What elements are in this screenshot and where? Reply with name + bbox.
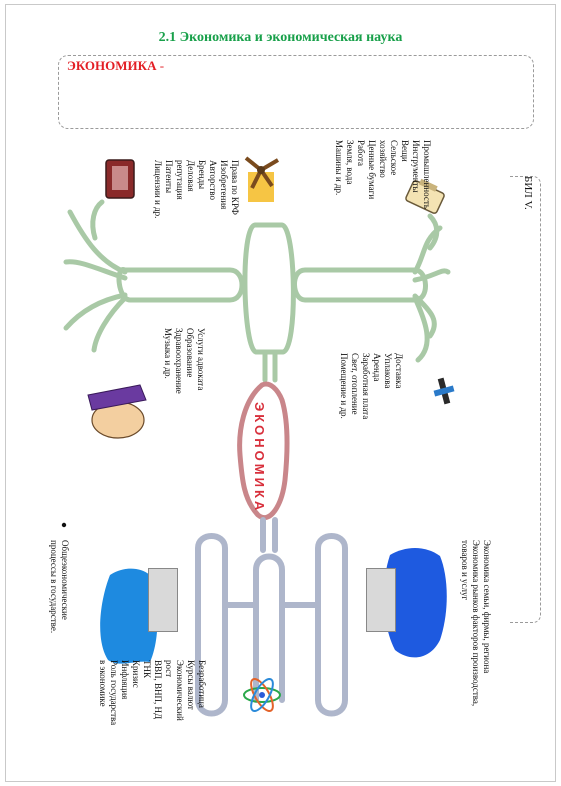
middle-right-item: Аренда	[372, 353, 382, 382]
center-label: ЭКОНОМИКА	[252, 402, 267, 514]
branch-ur-4	[412, 295, 430, 363]
windmill-icon	[244, 156, 280, 202]
middle-left-list: Услуги адвоката Образование Здравоохране…	[162, 328, 206, 394]
map-label-box-left	[148, 568, 178, 632]
definition-term: ЭКОНОМИКА	[67, 58, 157, 73]
upper-right-capsule	[292, 267, 428, 303]
branch-ul-4	[91, 295, 128, 353]
bottom-middle-item: ВВП, ВНП, НД	[153, 660, 163, 720]
branch-ul-1	[67, 209, 128, 275]
middle-right-list: Доставка Уплакова Аренда Заработная плат…	[338, 353, 404, 419]
top-left-list: Права по КРФ Изобретения Авторство Бренд…	[152, 160, 240, 218]
top-left-item: Авторство	[208, 160, 218, 200]
bottom-middle-item: Роль государства	[109, 660, 119, 726]
top-left-item: Патенты	[164, 160, 174, 193]
bottom-middle-item: Инфляция	[120, 660, 130, 700]
atom-icon	[243, 678, 281, 712]
middle-left-item: Услуги адвоката	[196, 328, 206, 391]
top-right-item: Инструменты	[411, 140, 421, 193]
bottom-right-line: Экономика рынков факторов производства,	[471, 540, 481, 707]
page-title: 2.1 Экономика и экономическая наука	[158, 30, 403, 45]
top-left-item: Изобретения	[219, 160, 229, 210]
middle-right-item: Уплакова	[383, 353, 393, 389]
tv-icon	[105, 159, 135, 199]
bottom-middle-item: Экономический	[175, 660, 185, 721]
lawyer-figure-icon	[87, 384, 147, 439]
bottom-middle-item: Курсы валют	[186, 660, 196, 710]
top-left-item: Деловая	[186, 160, 196, 192]
world-map-right-icon	[383, 548, 447, 658]
middle-right-item: Доставка	[394, 353, 404, 389]
bottom-middle-item: ТНК	[142, 660, 152, 678]
middle-right-item: Помещение и др.	[339, 353, 349, 419]
branch-ul-2	[63, 259, 128, 281]
bottom-middle-item: рост	[164, 660, 174, 678]
middle-right-item: Свет, отопление	[350, 353, 360, 415]
bullet-dot	[61, 522, 67, 528]
lower-stem	[260, 517, 278, 553]
branch-ur-2	[412, 268, 451, 283]
branch-ul-3	[63, 292, 128, 331]
top-right-item: Вещи	[400, 140, 410, 162]
definition-dash: -	[156, 58, 165, 73]
bottom-right-line: Экономика семьи, фирмы, региона	[482, 540, 492, 674]
trunk-stem	[262, 349, 278, 383]
top-right-list: Промышленность Инструменты Вещи Сельское…	[333, 140, 432, 209]
middle-left-item: Образование	[185, 328, 195, 378]
upper-trunk	[242, 222, 296, 355]
top-right-item: Ценные бумаги	[367, 140, 377, 200]
top-left-item: Права по КРФ	[230, 160, 240, 215]
bottom-middle-item: Безработица	[197, 660, 207, 708]
top-right-item: Работа	[356, 140, 366, 166]
lower-center-arch	[253, 553, 285, 703]
top-left-item: Бренды	[197, 160, 207, 190]
top-right-item: Земля, вода	[345, 140, 355, 185]
map-label-box-right	[366, 568, 396, 632]
world-map-left-icon	[100, 568, 158, 664]
lower-tree-branches	[195, 517, 348, 717]
definition-label: ЭКОНОМИКА -	[67, 58, 164, 74]
middle-left-item: Музыка и др.	[163, 328, 173, 379]
bottom-left-line: Общеэкономические	[60, 540, 70, 620]
bottom-middle-item: Кризис	[131, 660, 141, 688]
lower-left-loop	[195, 533, 228, 717]
branch-ur-5	[427, 213, 440, 251]
definition-box	[58, 55, 534, 129]
branch-ur-3	[412, 293, 437, 339]
center-bubble	[237, 381, 290, 520]
top-right-item: Сельское	[389, 140, 399, 176]
upper-left-capsule	[116, 267, 245, 303]
bottom-middle-item: в экономике	[98, 660, 108, 707]
middle-left-item: Здравоохранение	[174, 328, 184, 394]
bottom-middle-list: Безработица Курсы валют Экономический ро…	[97, 660, 207, 725]
bottom-right-line: товаров и услуг	[460, 540, 470, 601]
top-right-item: Машины и др.	[334, 140, 344, 196]
top-left-item: репутация	[175, 160, 185, 200]
bottom-left-text: Общеэкономические процессы в государстве…	[48, 540, 70, 633]
toolbox-icon	[405, 178, 445, 214]
bottom-left-line: процессы в государстве.	[49, 540, 59, 634]
middle-right-item: Заработная плата	[361, 353, 371, 420]
bottom-right-text: Экономика семьи, фирмы, региона Экономик…	[459, 540, 492, 706]
top-left-item: Лицензии и др.	[153, 160, 163, 219]
upper-tree-branches	[63, 199, 451, 383]
top-right-item: Промышленность	[422, 140, 432, 209]
worker-tools-icon	[433, 377, 455, 405]
lower-right-loop	[315, 533, 348, 717]
top-right-item: хозяйство	[378, 140, 388, 178]
side-note-box	[510, 176, 541, 623]
branch-ul-5	[90, 199, 105, 241]
